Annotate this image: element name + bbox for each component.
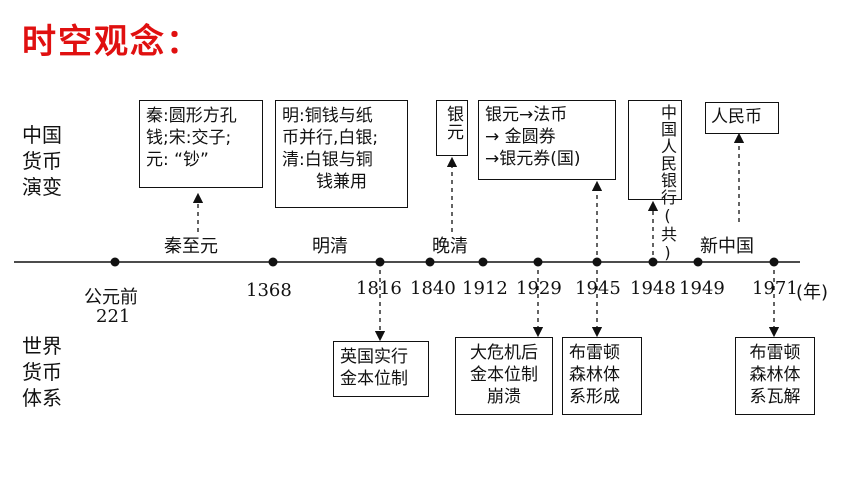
box-line: 大危机后 (470, 343, 538, 363)
box-peoples-bank: 中国人民银行(共) (628, 100, 682, 263)
timeline-dot (769, 257, 779, 267)
box-line: 系形成 (569, 387, 620, 407)
box-ming-qing: 明:铜钱与纸 币并行,白银; 清:白银与铜 钱兼用 (275, 100, 408, 208)
year-label: 1948 (630, 278, 676, 299)
timeline-dot (533, 257, 543, 267)
year-label: 1912 (462, 278, 508, 299)
year-label: 1368 (246, 280, 292, 301)
year-label: 1929 (516, 278, 562, 299)
box-renminbi: 人民币 (705, 102, 779, 134)
timeline-dot (110, 257, 120, 267)
year-unit-label: (年) (796, 282, 829, 303)
era-new-china: 新中国 (700, 236, 754, 257)
box-republic-currency: 银元→法币 → 金圆券 →银元券(国) (478, 100, 616, 180)
year-label: 1949 (679, 278, 725, 299)
timeline-dot (268, 257, 278, 267)
box-line: 清:白银与铜 (282, 150, 373, 170)
box-line: 银元→法币 (485, 105, 568, 125)
year-label: 1971 (752, 278, 798, 299)
box-uk-gold-standard: 英国实行 金本位制 (333, 341, 429, 397)
page-title: 时空观念： (22, 22, 202, 62)
box-line: 金本位制 (470, 365, 538, 385)
box-line: 森林体 (749, 365, 801, 385)
year-label: 1816 (356, 278, 402, 299)
year-label: 公元前 (84, 287, 138, 308)
era-late-qing: 晚清 (432, 236, 468, 257)
label-china-currency: 中国 货币 演变 (22, 122, 86, 200)
box-line: 布雷顿 (569, 343, 620, 363)
era-qin-yuan: 秦至元 (164, 236, 218, 257)
timeline-dot (375, 257, 385, 267)
label-line: 体系 (22, 386, 62, 410)
box-line: 钱兼用 (316, 172, 367, 192)
label-world-currency: 世界 货币 体系 (22, 333, 86, 411)
year-label: 1840 (410, 278, 456, 299)
label-line: 演变 (22, 175, 62, 199)
box-bretton-woods-collapse: 布雷顿 森林体 系瓦解 (735, 337, 815, 415)
box-line: 金本位制 (340, 369, 408, 389)
timeline-dots (110, 257, 779, 267)
timeline-dot (478, 257, 488, 267)
box-qin-yuan: 秦:圆形方孔 钱;宋:交子; 元: “钞” (139, 100, 263, 188)
box-line: 布雷顿 (749, 343, 801, 363)
label-line: 世界 (22, 334, 62, 358)
box-line: 币并行,白银; (282, 128, 379, 148)
box-line: 钱;宋:交子; (146, 128, 232, 148)
box-gold-standard-collapse: 大危机后 金本位制 崩溃 (455, 337, 553, 415)
box-bretton-woods-formed: 布雷顿 森林体 系形成 (562, 337, 642, 415)
box-line: 银元 (443, 105, 463, 141)
box-line: 英国实行 (340, 347, 408, 367)
box-line: 系瓦解 (749, 387, 801, 407)
box-line: 明:铜钱与纸 (282, 106, 373, 126)
box-line: 秦:圆形方孔 (146, 106, 237, 126)
era-ming-qing: 明清 (312, 236, 348, 257)
year-label: 221 (96, 306, 131, 327)
box-line: 人民币 (711, 107, 762, 127)
box-line: 元: “钞” (146, 150, 209, 170)
label-line: 中国 (22, 123, 62, 147)
box-silver-dollar: 银元 (436, 100, 468, 156)
timeline-dot (648, 257, 658, 267)
box-line: 崩溃 (487, 387, 521, 407)
box-line: → 金圆券 (485, 127, 556, 147)
year-label: 1945 (575, 278, 621, 299)
label-line: 货币 (22, 360, 62, 384)
timeline-dot (425, 257, 435, 267)
label-line: 货币 (22, 149, 62, 173)
box-line: →银元券(国) (485, 149, 581, 169)
box-line: 中国人民银行(共) (658, 104, 677, 263)
timeline-dot (592, 257, 602, 267)
timeline-dot (693, 257, 703, 267)
box-line: 森林体 (569, 365, 620, 385)
